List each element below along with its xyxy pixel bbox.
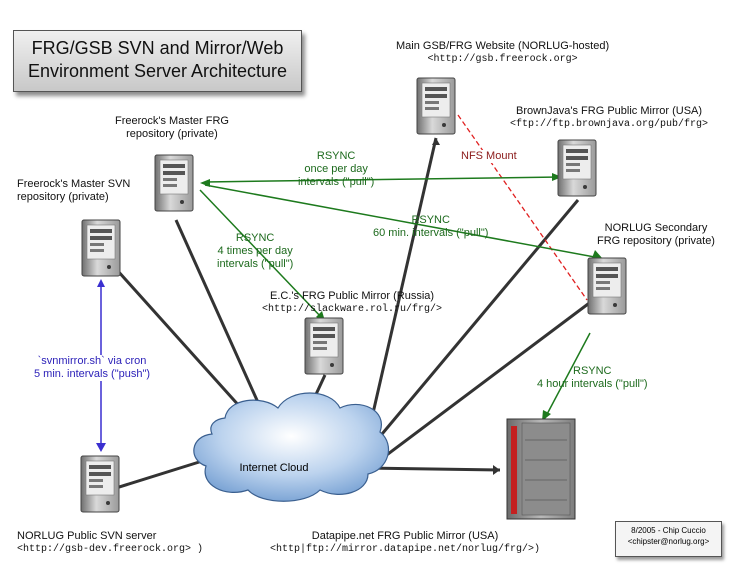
datapipe-rack-server-icon [506,418,576,520]
brownjava-server-icon [557,139,597,197]
ec-mirror-server-icon [304,317,344,375]
rsync-datapipe-title: RSYNC [573,365,612,377]
rsync-norlug-frequency: 60 min. intervals ("pull") [373,227,489,239]
rsync-datapipe-label: RSYNC 4 hour intervals ("pull") [537,365,648,391]
rsync-ec-mode: intervals ("pull") [217,258,294,270]
master-frg-label: Freerock's Master FRG repository (privat… [115,115,229,141]
norlug-svn-url: <http://gsb-dev.freerock.org> ) [17,544,204,555]
ec-mirror-url: <http://slackware.rol.ru/frg/> [262,304,443,315]
master-svn-label: Freerock's Master SVN repository (privat… [17,178,130,204]
main-site-url: <http://gsb.freerock.org> [427,54,578,65]
main-site-server-icon [416,77,456,135]
internet-cloud-icon [193,392,390,502]
svnmirror-frequency: 5 min. intervals ("push") [34,368,151,380]
rsync-datapipe-frequency: 4 hour intervals ("pull") [537,378,648,390]
norlug-svn-server-icon [80,455,120,513]
svnmirror-label: `svnmirror.sh` via cron 5 min. intervals… [34,355,151,381]
rsync-ec-label: RSYNC 4 times per day intervals ("pull") [217,232,293,271]
master-frg-server-icon [154,154,194,212]
rsync-brownjava-frequency: once per day [304,163,368,175]
rsync-brownjava-label: RSYNC once per day intervals ("pull") [298,150,374,189]
rsync-brownjava-title: RSYNC [316,150,356,162]
master-svn-name: Freerock's Master SVN [17,178,131,190]
master-frg-name: Freerock's Master FRG [115,115,229,127]
rsync-ec-frequency: 4 times per day [217,245,293,257]
norlug-frg-label: NORLUG Secondary FRG repository (private… [597,222,715,248]
datapipe-label: Datapipe.net FRG Public Mirror (USA) <ht… [270,530,540,556]
title-line-2: Environment Server Architecture [27,61,288,81]
main-site-name: Main GSB/FRG Website (NORLUG-hosted) [396,40,610,52]
rsync-links [199,176,601,419]
credit-email: <chipster@norlug.org> [627,537,710,546]
rsync-ec-title: RSYNC [235,232,275,244]
ec-mirror-name: E.C.'s FRG Public Mirror (Russia) [269,290,435,302]
master-svn-subtitle: repository (private) [17,191,109,203]
title-line-1: FRG/GSB SVN and Mirror/Web [31,38,284,58]
svnmirror-command: `svnmirror.sh` via cron [37,355,147,367]
main-site-label: Main GSB/FRG Website (NORLUG-hosted) <ht… [396,40,609,66]
datapipe-name: Datapipe.net FRG Public Mirror (USA) [311,530,499,542]
master-svn-server-icon [81,219,121,277]
norlug-svn-label: NORLUG Public SVN server <http://gsb-dev… [17,530,203,556]
norlug-frg-name: NORLUG Secondary [604,222,708,234]
datapipe-url: <http|ftp://mirror.datapipe.net/norlug/f… [270,544,541,555]
rsync-norlug-label: RSYNC 60 min. intervals ("pull") [373,214,488,240]
brownjava-label: BrownJava's FRG Public Mirror (USA) <ftp… [510,105,708,131]
ec-mirror-label: E.C.'s FRG Public Mirror (Russia) <http:… [262,290,442,316]
norlug-frg-server-icon [587,257,627,315]
nfs-mount-label: NFS Mount [461,150,517,163]
norlug-svn-name: NORLUG Public SVN server [17,530,157,542]
rsync-brownjava-mode: intervals ("pull") [298,176,375,188]
brownjava-url: <ftp://ftp.brownjava.org/pub/frg> [510,119,709,130]
rsync-norlug-title: RSYNC [411,214,450,226]
brownjava-name: BrownJava's FRG Public Mirror (USA) [515,105,703,117]
nfs-link [457,114,588,301]
norlug-frg-subtitle: FRG repository (private) [597,235,715,247]
internet-cloud-label: Internet Cloud [239,462,309,474]
master-frg-subtitle: repository (private) [126,128,218,140]
diagram-title: FRG/GSB SVN and Mirror/Web Environment S… [13,30,302,92]
credit-author: 8/2005 - Chip Cuccio [631,526,706,535]
credit-box: 8/2005 - Chip Cuccio <chipster@norlug.or… [615,521,722,557]
